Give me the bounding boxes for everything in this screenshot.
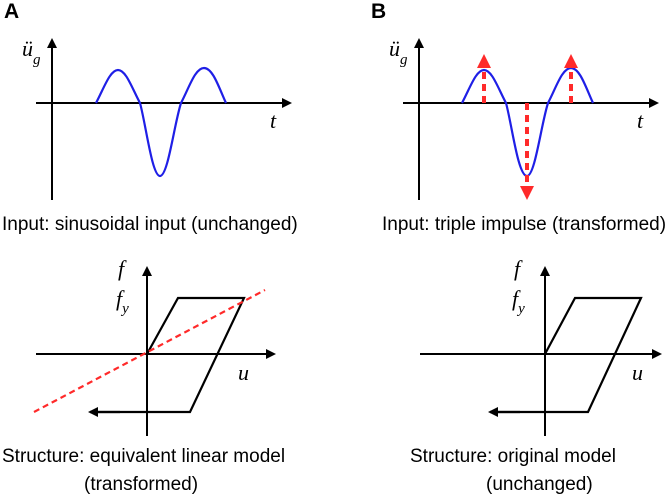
panel-b-ug-label: üg	[389, 36, 408, 68]
panel-b-f-label: f	[514, 256, 523, 281]
panel-b-fy-label: fy	[512, 286, 525, 317]
panel-a-t-label: t	[270, 108, 277, 133]
panel-b-structure-plot: f fy u	[420, 256, 662, 436]
panel-b-structure-caption-line2: (unchanged)	[486, 474, 593, 495]
panel-a-u-label: u	[238, 360, 249, 385]
panel-a-equivalent-linear-line	[33, 289, 266, 413]
panel-a-structure-caption-line2: (transformed)	[84, 474, 198, 495]
panel-a-structure-caption-line1: Structure: equivalent linear model	[2, 446, 285, 467]
panel-b-u-label: u	[632, 360, 643, 385]
panel-b-input-plot: üg t	[389, 36, 659, 200]
panel-b-input-caption: Input: triple impulse (transformed)	[382, 214, 666, 235]
panel-a-ug-label: üg	[22, 36, 41, 68]
panel-a-structure-plot: f fy u	[33, 256, 276, 436]
panel-a-input-caption: Input: sinusoidal input (unchanged)	[2, 214, 298, 235]
panel-a-hysteresis-loop	[92, 296, 246, 414]
panel-a-input-plot: üg t	[22, 36, 292, 200]
panel-a-letter: A	[4, 0, 19, 23]
panel-b-letter: B	[371, 0, 386, 23]
panel-a-f-label: f	[118, 256, 127, 281]
panel-b-structure-caption-line1: Structure: original model	[410, 446, 616, 467]
panel-b-t-label: t	[637, 108, 644, 133]
panel-a-fy-label: fy	[116, 286, 129, 317]
panel-b-hysteresis-loop	[492, 296, 643, 414]
panel-a-sinusoid-wave	[95, 66, 227, 178]
